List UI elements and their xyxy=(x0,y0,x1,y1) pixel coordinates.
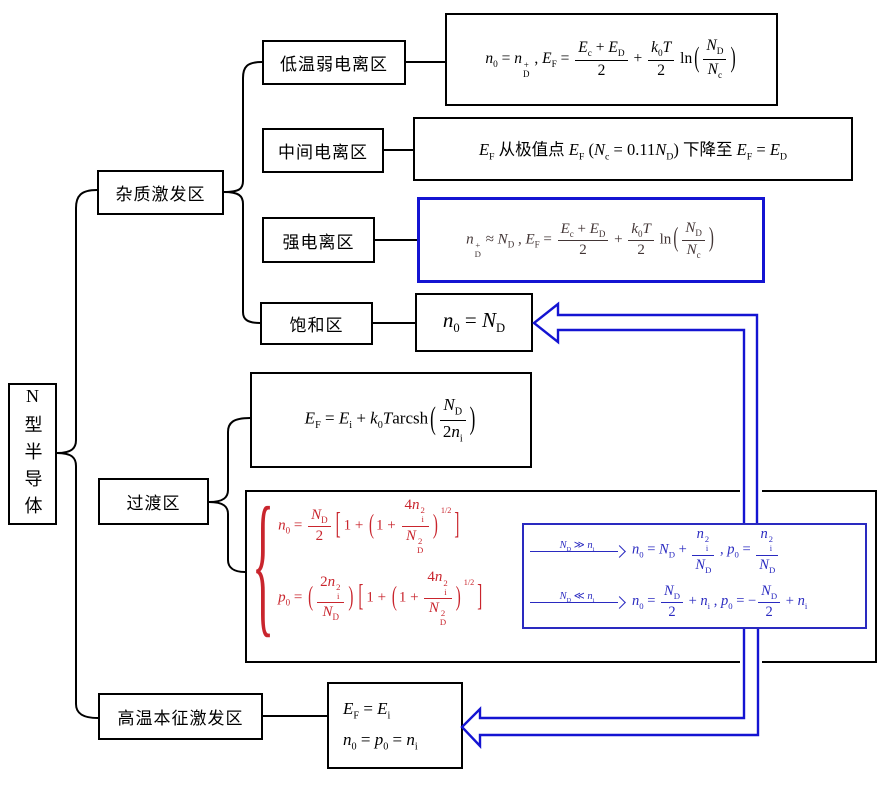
formula-intrinsic-line1: EF = Ei xyxy=(343,699,391,722)
region-strong-ionization: 强电离区 xyxy=(262,217,375,263)
brace-root-children xyxy=(56,189,99,719)
branch-transition-region: 过渡区 xyxy=(98,478,209,525)
formula-saturation: n0 = ND xyxy=(442,308,506,336)
branch-transition-label: 过渡区 xyxy=(126,494,181,513)
implies-arrow-icon: ND ≪ ni xyxy=(530,590,626,612)
arrow-shaft xyxy=(530,550,618,552)
arrow-shaft xyxy=(530,601,618,603)
implies-arrow-icon: ND ≫ ni xyxy=(530,539,626,561)
region-low-temp-label: 低温弱电离区 xyxy=(280,55,388,74)
formula-intrinsic-line2: n0 = p0 = ni xyxy=(343,729,418,752)
region-saturation-label: 饱和区 xyxy=(289,316,344,335)
brace-impurity-children xyxy=(223,61,263,324)
arrow-head xyxy=(613,595,626,609)
limit-case-1-condition: ND ≫ ni xyxy=(559,539,595,553)
root-label: N型半导体 xyxy=(22,385,43,523)
system-curly-brace: { xyxy=(252,474,275,651)
formula-box-saturation: n0 = ND xyxy=(415,293,533,352)
branch-impurity-label: 杂质激发区 xyxy=(115,185,206,204)
region-middle-label: 中间电离区 xyxy=(278,143,368,162)
region-low-temp-weak-ionization: 低温弱电离区 xyxy=(262,40,406,85)
branch-intrinsic-label: 高温本征激发区 xyxy=(117,709,244,728)
formula-middle: EF 从极值点 EF (Nc = 0.11ND) 下降至 EF = ED xyxy=(478,139,788,163)
formula-box-intrinsic: EF = Ei n0 = p0 = ni xyxy=(327,682,463,769)
branch-impurity-excitation: 杂质激发区 xyxy=(97,170,224,215)
branch-intrinsic-excitation: 高温本征激发区 xyxy=(98,693,263,740)
limit-case-2-condition: ND ≪ ni xyxy=(559,590,595,604)
region-strong-label: 强电离区 xyxy=(282,232,355,252)
arrow-head xyxy=(613,544,626,558)
formula-box-middle: EF 从极值点 EF (Nc = 0.11ND) 下降至 EF = ED xyxy=(413,117,853,181)
root-node-n-type-semiconductor: N型半导体 xyxy=(8,383,57,525)
brace-transition-children xyxy=(208,417,251,573)
region-middle-ionization: 中间电离区 xyxy=(262,128,384,173)
region-saturation: 饱和区 xyxy=(260,302,373,345)
